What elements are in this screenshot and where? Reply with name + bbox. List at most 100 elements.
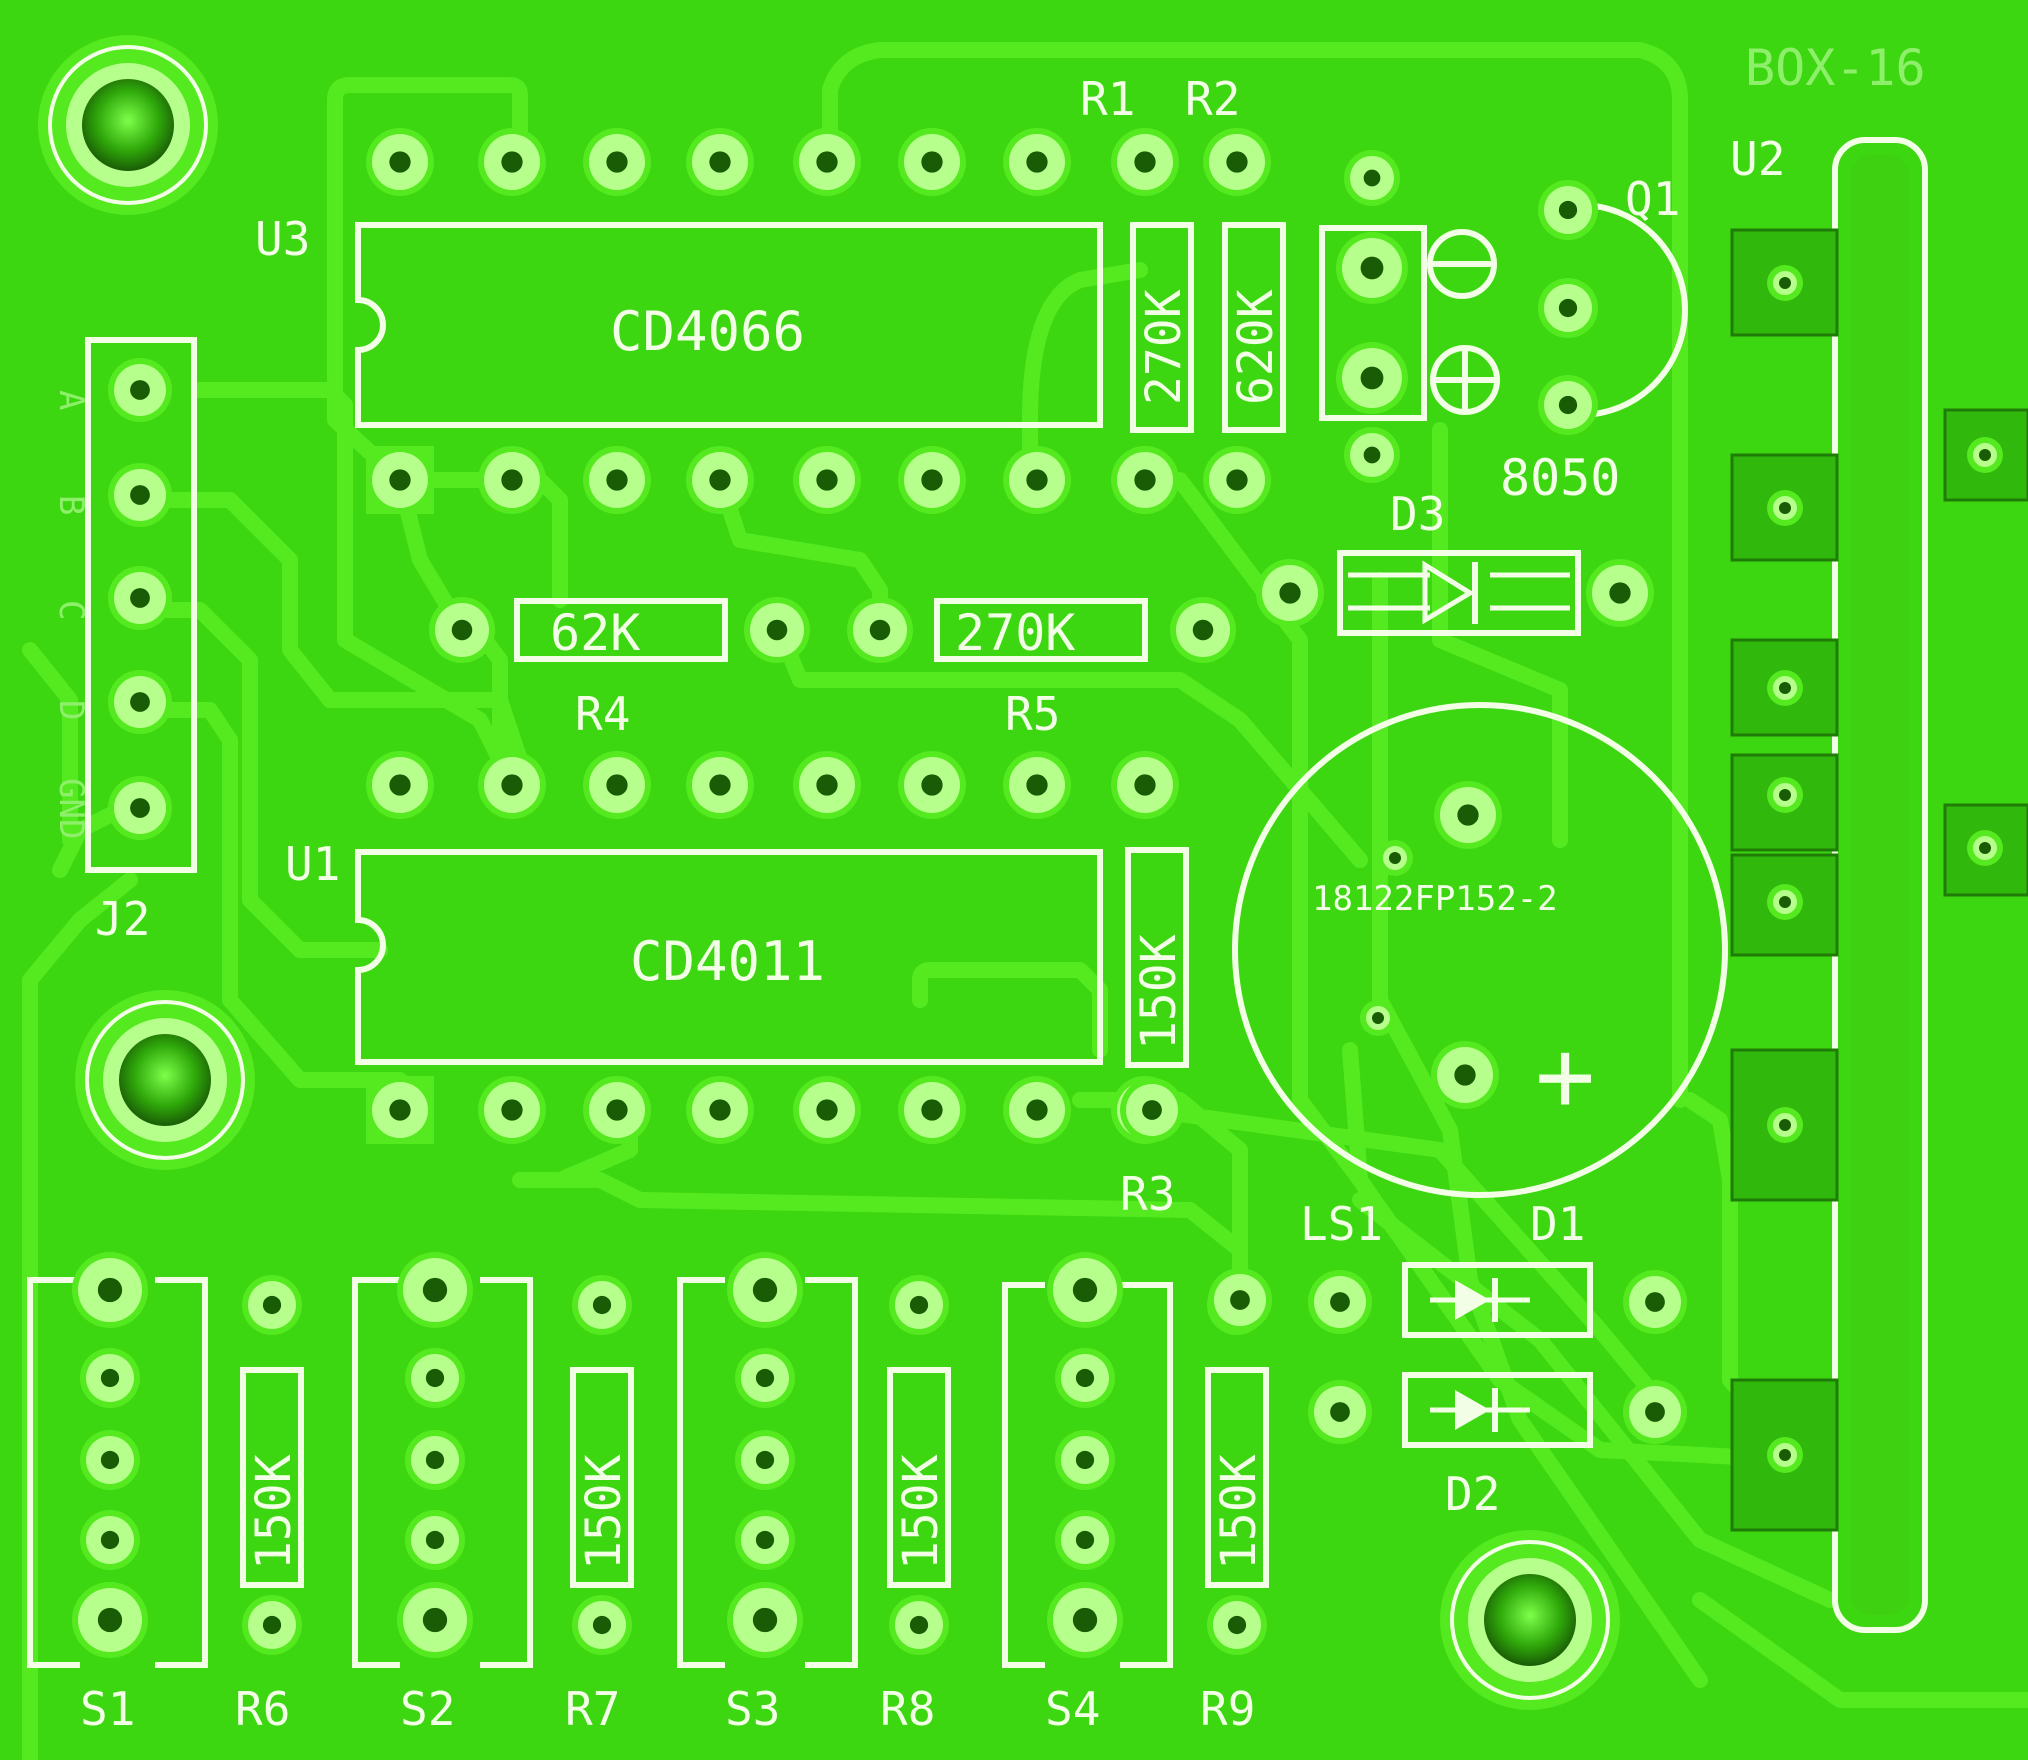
resistor-pad (242, 1595, 302, 1655)
mounting-hole-top-left (38, 35, 218, 215)
transistor-q1-value: 8050 (1500, 449, 1620, 507)
ic-u3-ref: U3 (255, 212, 310, 266)
switch-pad (80, 1348, 140, 1408)
resistor-pad (242, 1275, 302, 1335)
u2-pad (1767, 777, 1803, 813)
switch-pad (72, 1252, 148, 1328)
trim-block (1319, 225, 1500, 421)
j2-pin-pad (108, 776, 172, 840)
trim-pad (1336, 342, 1408, 414)
u1-bottom-pad (366, 1076, 434, 1144)
resistor-pad (889, 1595, 949, 1655)
u3-top-pad (1003, 128, 1071, 196)
u1-bottom-pad (1003, 1076, 1071, 1144)
transistor-q1: Q1 8050 (1500, 172, 1688, 507)
u1-bottom-pad (583, 1076, 651, 1144)
u3-top-pad (366, 128, 434, 196)
buzzer-pad (1431, 1041, 1499, 1109)
u1-bottom-pad (478, 1076, 546, 1144)
resistor-r4: 62K R4 (514, 598, 728, 741)
resistor-r5: 270K R5 (934, 598, 1148, 741)
trim-pad (1344, 150, 1400, 206)
switch-pad (727, 1582, 803, 1658)
q1-pad (1538, 180, 1598, 240)
switch-pad (1055, 1348, 1115, 1408)
switch-pad (735, 1430, 795, 1490)
u3-bottom-pad (686, 446, 754, 514)
mounting-holes (38, 35, 1620, 1710)
trim-pad (1344, 427, 1400, 483)
j2-pin-pad (108, 566, 172, 630)
resistor-r9-value: 150K (1211, 1454, 1267, 1570)
j2-pin-label-b: B (51, 495, 91, 515)
resistor-pad (744, 597, 810, 663)
board-name-label: BOX-16 (1745, 39, 1926, 97)
resistor-r6-ref: R6 (235, 1682, 290, 1736)
switch-pad (397, 1582, 473, 1658)
switch-s4: S4 (1002, 1282, 1173, 1736)
switch-pad (735, 1348, 795, 1408)
diode-d2: D2 (1402, 1372, 1593, 1521)
module-u2-ref: U2 (1730, 132, 1785, 186)
u3-top-pad (1111, 128, 1179, 196)
switch-s1: S1 (27, 1277, 208, 1736)
j2-pin-label-c: C (51, 600, 91, 620)
u3-top-pad (793, 128, 861, 196)
u1-top-pad (793, 751, 861, 819)
u3-top-pad (686, 128, 754, 196)
buzzer-pad (1434, 781, 1502, 849)
u1-bottom-pad (898, 1076, 966, 1144)
r3-pad (1208, 1268, 1272, 1332)
resistor-r7-value: 150K (576, 1454, 632, 1570)
switch-pad (1055, 1430, 1115, 1490)
resistor-pad (889, 1275, 949, 1335)
j2-pin-label-a: A (51, 390, 91, 410)
switch-s2: S2 (352, 1277, 533, 1736)
u1-top-pad (478, 751, 546, 819)
switch-pad (1055, 1510, 1115, 1570)
resistor-r6: 150K R6 (235, 1367, 304, 1736)
u1-top-pad (686, 751, 754, 819)
resistor-r2: 620K R2 (1185, 72, 1286, 433)
resistor-r8-ref: R8 (880, 1682, 935, 1736)
r3-pad (1120, 1078, 1184, 1142)
resistor-r8: 150K R8 (880, 1367, 951, 1736)
buzzer-vent (1360, 1000, 1396, 1036)
ic-u3-value: CD4066 (610, 300, 805, 363)
d-pad (1623, 1380, 1687, 1444)
j2-pin-label-gnd: GND (51, 778, 91, 839)
u2-pad (1767, 670, 1803, 706)
switch-s4-ref: S4 (1045, 1682, 1100, 1736)
buzzer-ls1-ref: LS1 (1300, 1197, 1383, 1251)
u2-pad (1767, 884, 1803, 920)
u1-top-pad (583, 751, 651, 819)
resistor-r3-value: 150K (1131, 934, 1187, 1050)
transistor-q1-ref: Q1 (1625, 172, 1680, 226)
ls1-pad (1308, 1380, 1372, 1444)
buzzer-polarity-mark: + (1535, 1017, 1595, 1134)
resistor-r1-ref: R1 (1080, 72, 1135, 126)
switch-pad (397, 1252, 473, 1328)
q1-pad (1538, 278, 1598, 338)
switch-pad (727, 1252, 803, 1328)
resistor-r7: 150K R7 (565, 1367, 634, 1736)
switch-s1-ref: S1 (80, 1682, 135, 1736)
solder-pads (72, 128, 2003, 1658)
mounting-hole-left (75, 990, 255, 1170)
resistor-r5-value: 270K (955, 604, 1075, 662)
j2-pin-label-d: D (51, 700, 91, 720)
switch-pad (405, 1430, 465, 1490)
switch-pad (1047, 1252, 1123, 1328)
resistor-r5-ref: R5 (1005, 687, 1060, 741)
u3-bottom-pad (1111, 446, 1179, 514)
u2-pad (1767, 265, 1803, 301)
switch-pad (80, 1430, 140, 1490)
ic-u3: U3 CD4066 (255, 212, 1103, 428)
header-j2-ref: J2 (95, 892, 150, 946)
diode-d2-ref: D2 (1445, 1467, 1500, 1521)
u3-top-pad (1203, 128, 1271, 196)
u3-bottom-pad (793, 446, 861, 514)
u3-bottom-pad (478, 446, 546, 514)
resistor-pad (572, 1595, 632, 1655)
mounting-hole-bottom-right (1440, 1530, 1620, 1710)
